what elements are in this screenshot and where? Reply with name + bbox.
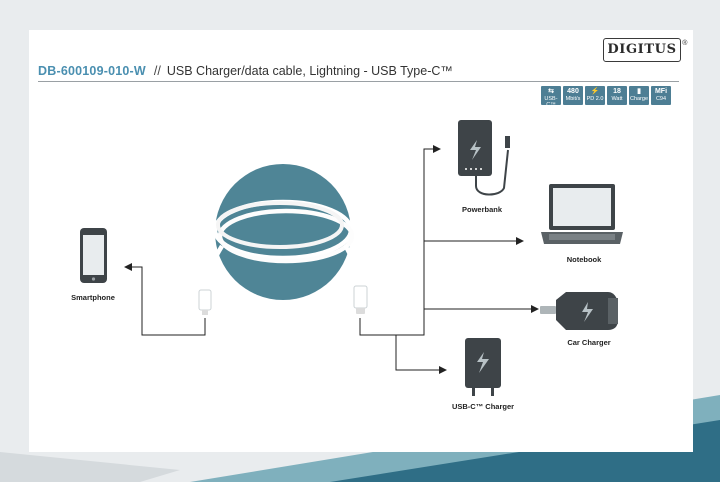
powerbank-label: Powerbank [461,205,503,214]
lightning-connector [198,289,212,311]
product-code: DB-600109-010-W [38,64,146,78]
cable-backdrop-circle [215,164,351,300]
power-delivery-icon: ⚡PD 2.0 [585,86,605,105]
usb-c-charger-label: USB-C™ Charger [451,402,515,411]
connection-lines [124,145,539,374]
powerbank-icon [458,120,510,196]
usb-c-icon: ⇆USB-C™ [541,86,561,105]
car-charger-icon [540,292,618,330]
usb-c-connector [353,285,368,309]
page-title: DB-600109-010-W // USB Charger/data cable,… [38,64,453,78]
car-charger-label: Car Charger [567,338,611,347]
lightning-icon: ▮Charge [629,86,649,105]
logo-text: DIGITUS [607,42,677,57]
title-separator: // [153,64,161,78]
product-description: USB Charger/data cable, Lightning - USB … [166,64,453,78]
smartphone-label: Smartphone [71,293,115,302]
cable-illustration [198,164,368,315]
registered-mark: ® [682,40,688,47]
notebook-icon [541,184,623,244]
header-divider [38,81,679,82]
usb-c-charger-icon [465,338,501,396]
digitus-logo: DIGITUS ® [603,38,687,62]
notebook-label: Notebook [566,255,602,264]
smartphone-icon [80,228,107,283]
